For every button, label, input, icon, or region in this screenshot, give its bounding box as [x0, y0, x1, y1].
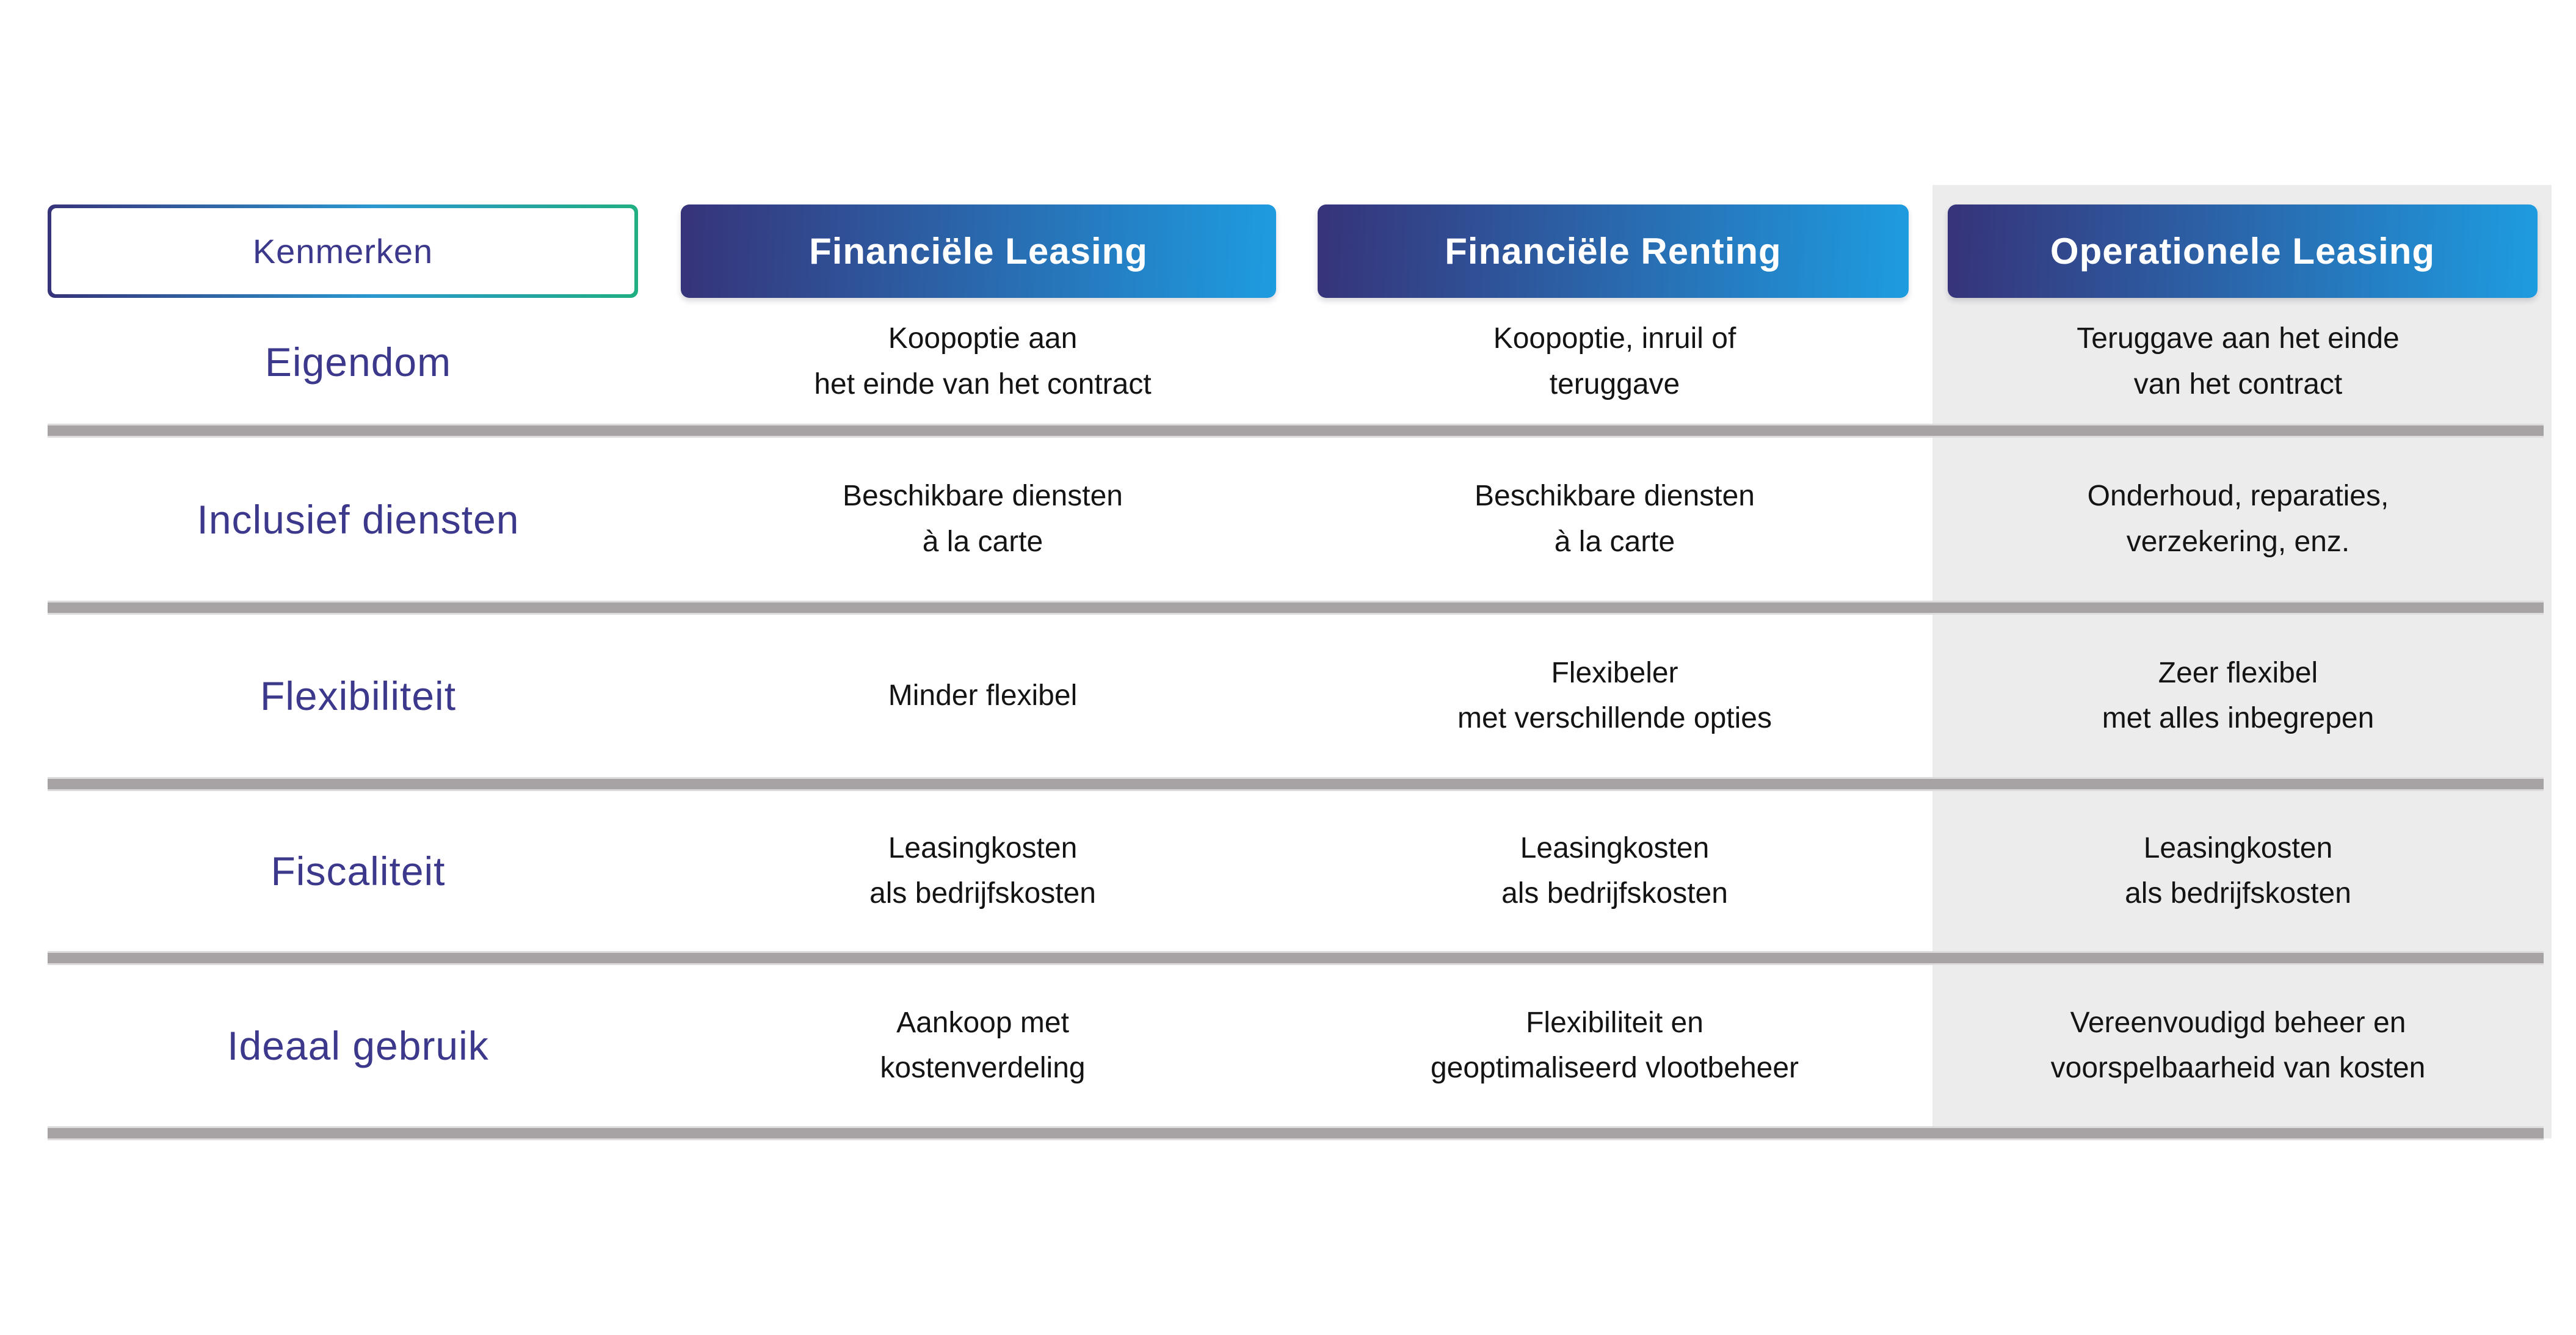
table-cell: Beschikbare diensten à la carte	[1475, 480, 1755, 558]
table-row-flexibiliteit: Flexibiliteit Minder flexibel Flexibeler…	[0, 613, 2544, 779]
table-cell: Onderhoud, reparaties, verzekering, enz.	[2087, 480, 2389, 558]
table-cell: Aankoop met kostenverdeling	[880, 1006, 1086, 1084]
table-row-fiscaliteit: Fiscaliteit Leasingkosten als bedrijfsko…	[0, 789, 2544, 953]
table-cell: Leasingkosten als bedrijfskosten	[1501, 831, 1728, 910]
table-cell: Flexibeler met verschillende opties	[1457, 656, 1772, 734]
row-label: Inclusief diensten	[197, 496, 520, 542]
column-header-operationele-leasing: Operationele Leasing	[1948, 204, 2538, 298]
table-row-eigendom: Eigendom Koopoptie aan het einde van het…	[0, 298, 2544, 425]
row-divider	[48, 1128, 2544, 1138]
table-row-inclusief-diensten: Inclusief diensten Beschikbare diensten …	[0, 436, 2544, 602]
kenmerken-header-label: Kenmerken	[51, 208, 634, 294]
table-cell: Leasingkosten als bedrijfskosten	[869, 831, 1096, 910]
table-row-ideaal-gebruik: Ideaal gebruik Aankoop met kostenverdeli…	[0, 963, 2544, 1128]
table-cell: Zeer flexibel met alles inbegrepen	[2102, 656, 2375, 734]
highlight-column-background	[1932, 185, 2552, 1138]
row-label: Flexibiliteit	[259, 673, 457, 718]
row-label: Fiscaliteit	[270, 848, 446, 894]
table-cell: Koopoptie, inruil of teruggave	[1493, 322, 1736, 400]
row-label: Ideaal gebruik	[227, 1023, 489, 1068]
row-divider	[48, 953, 2544, 963]
row-divider	[48, 425, 2544, 436]
row-label: Eigendom	[264, 339, 452, 385]
column-header-financiele-leasing: Financiële Leasing	[681, 204, 1276, 298]
table-cell: Vereenvoudigd beheer en voorspelbaarheid…	[2050, 1006, 2426, 1084]
table-cell: Leasingkosten als bedrijfskosten	[2125, 831, 2351, 910]
table-cell: Flexibiliteit en geoptimaliseerd vlootbe…	[1430, 1006, 1799, 1084]
row-divider	[48, 602, 2544, 613]
table-cell: Beschikbare diensten à la carte	[843, 480, 1123, 558]
column-header-financiele-renting: Financiële Renting	[1318, 204, 1909, 298]
row-divider	[48, 779, 2544, 789]
table-cell: Teruggave aan het einde van het contract	[2077, 322, 2400, 400]
table-cell: Minder flexibel	[888, 679, 1078, 712]
table-cell: Koopoptie aan het einde van het contract	[814, 322, 1152, 400]
kenmerken-header-box: Kenmerken	[48, 204, 638, 298]
